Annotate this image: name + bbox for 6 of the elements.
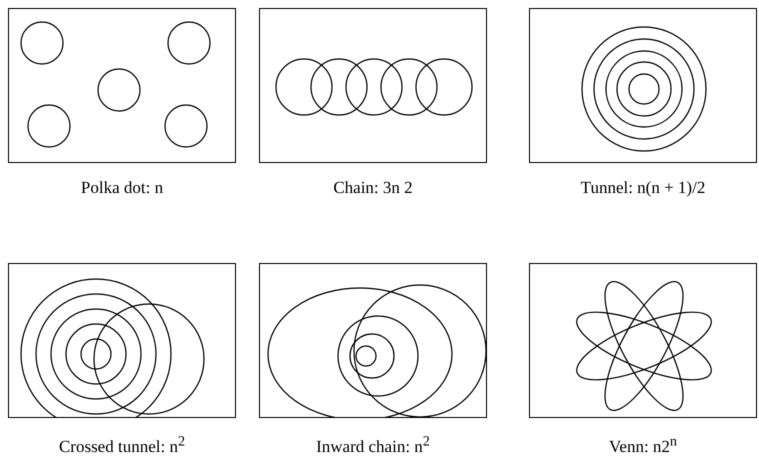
node-label: Crossed tunnel: n$^{2}$ <box>58 433 186 457</box>
node-label: Polka dot: n <box>80 178 164 198</box>
node-label: Inward chain: n$^{2}$ <box>315 433 431 457</box>
node-label: Venn: n2$^{n}$ <box>608 433 678 457</box>
node-label: Chain: 3n 2 <box>332 178 414 198</box>
node-label: Tunnel: n(n + 1)/2 <box>580 178 706 198</box>
